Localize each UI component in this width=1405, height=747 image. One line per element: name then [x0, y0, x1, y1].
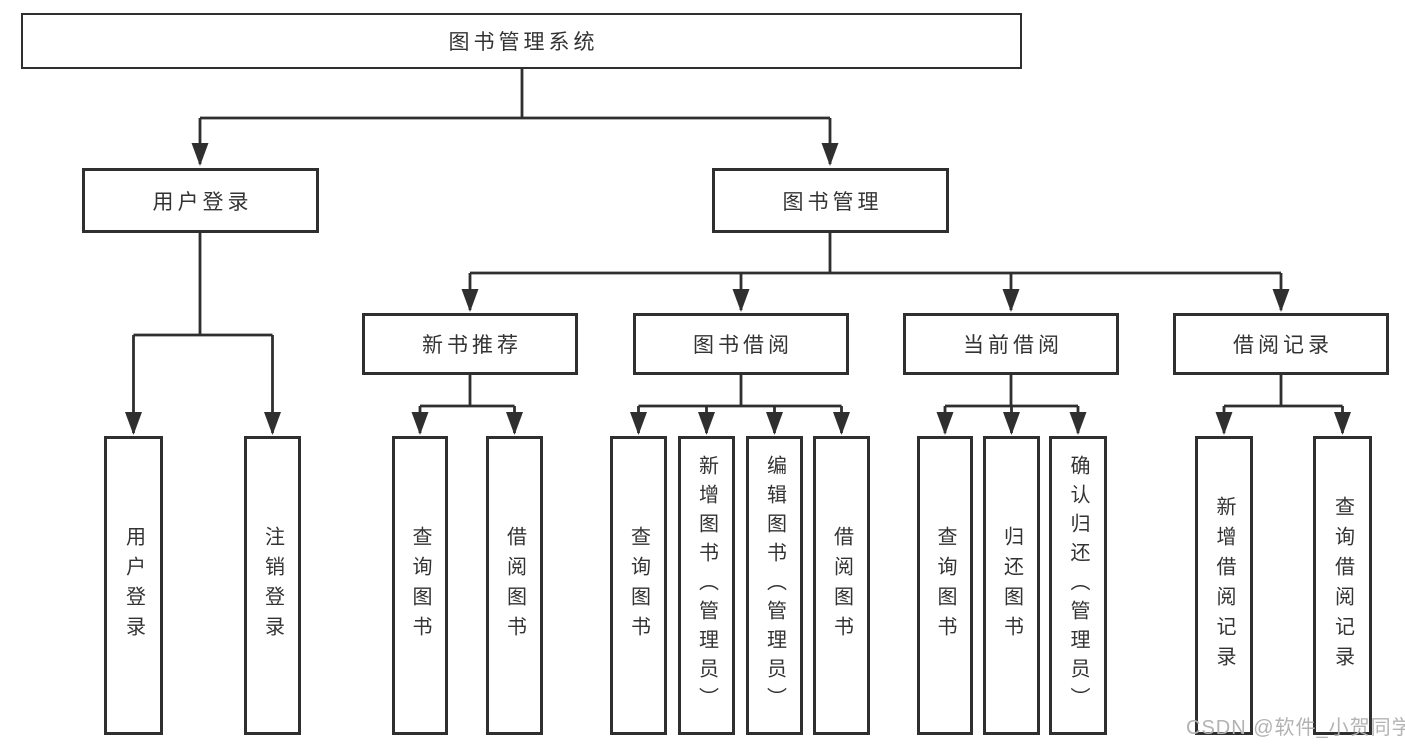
node-book-borrow-label: 图书借阅 — [693, 334, 793, 357]
leaf-borrow-books-label: 借阅图书 — [830, 525, 853, 646]
node-user-login-label: 用户登录 — [152, 190, 253, 214]
leaf-recommend-query-books-label: 查询图书 — [409, 525, 431, 646]
leaf-query-borrow-record: 查询借阅记录 — [1313, 436, 1372, 735]
leaf-recommend-borrow-books-label: 借阅图书 — [503, 525, 526, 646]
node-library-management-system: 图书管理系统 — [21, 13, 1022, 69]
leaf-current-query-books-label: 查询图书 — [934, 525, 956, 646]
leaf-confirm-return-admin-label: 确认归还（管理员） — [1067, 455, 1089, 716]
leaf-current-query-books: 查询图书 — [917, 436, 973, 735]
edge-root-to-level2 — [200, 68, 830, 430]
watermark-text: CSDN @软件_小贺同学 — [1186, 717, 1405, 739]
node-borrow-records-label: 借阅记录 — [1233, 334, 1333, 357]
leaf-borrow-books: 借阅图书 — [813, 436, 870, 735]
node-library-management-system-label: 图书管理系统 — [448, 31, 599, 54]
node-current-borrow-label: 当前借阅 — [963, 334, 1063, 357]
leaf-edit-books-admin-label: 编辑图书（管理员） — [763, 455, 786, 716]
node-new-book-recommend: 新书推荐 — [362, 313, 578, 375]
leaf-query-borrow-record-label: 查询借阅记录 — [1331, 495, 1354, 676]
node-new-book-recommend-label: 新书推荐 — [422, 334, 522, 357]
node-current-borrow: 当前借阅 — [903, 313, 1119, 375]
leaf-recommend-borrow-books: 借阅图书 — [486, 436, 543, 735]
leaf-add-books-admin-label: 新增图书（管理员） — [695, 455, 718, 716]
leaf-add-books-admin: 新增图书（管理员） — [678, 436, 735, 735]
node-borrow-records: 借阅记录 — [1173, 313, 1389, 375]
leaf-logout: 注销登录 — [244, 436, 301, 735]
leaf-edit-books-admin: 编辑图书（管理员） — [746, 436, 803, 735]
node-user-login: 用户登录 — [82, 168, 319, 233]
leaf-borrow-query-books-label: 查询图书 — [627, 525, 650, 646]
leaf-user-login-label: 用户登录 — [122, 525, 145, 646]
leaf-user-login: 用户登录 — [104, 436, 163, 735]
leaf-add-borrow-record-label: 新增借阅记录 — [1213, 495, 1235, 676]
leaf-borrow-query-books: 查询图书 — [610, 436, 667, 735]
node-book-management: 图书管理 — [712, 168, 949, 233]
leaf-add-borrow-record: 新增借阅记录 — [1195, 436, 1253, 735]
leaf-confirm-return-admin: 确认归还（管理员） — [1049, 436, 1107, 735]
leaf-return-books-label: 归还图书 — [1000, 525, 1023, 646]
edge-lines — [132, 68, 1344, 433]
leaf-return-books: 归还图书 — [983, 436, 1040, 735]
node-book-borrow: 图书借阅 — [633, 313, 849, 375]
leaf-logout-label: 注销登录 — [261, 525, 284, 646]
node-book-management-label: 图书管理 — [782, 190, 883, 214]
leaf-recommend-query-books: 查询图书 — [392, 436, 448, 735]
